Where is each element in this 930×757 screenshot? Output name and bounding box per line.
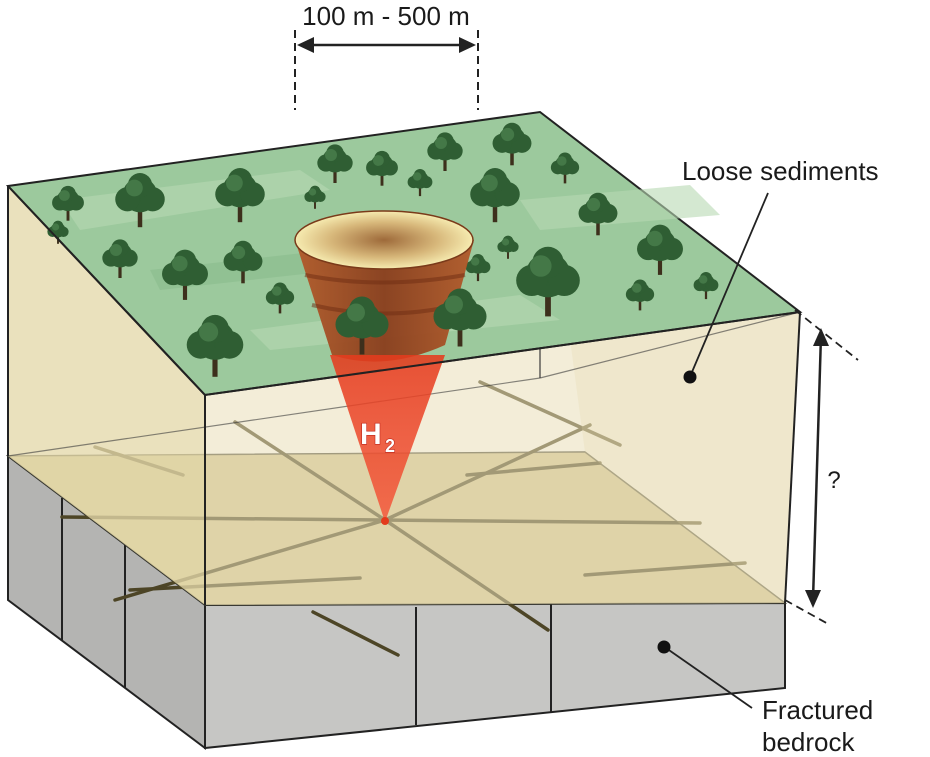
tree [304, 185, 326, 209]
trees [47, 122, 719, 377]
width-dimension [294, 30, 479, 110]
tree [366, 150, 398, 186]
tree [162, 249, 208, 300]
tree [492, 122, 532, 166]
tree [470, 168, 520, 223]
tree [516, 246, 580, 317]
tree [625, 279, 655, 311]
tree [693, 272, 719, 300]
tree [52, 185, 84, 221]
tree [497, 235, 519, 259]
tree [578, 192, 618, 236]
gas-label-subscript: 2 [385, 436, 395, 456]
tree [115, 173, 165, 228]
fractured-bedrock-label-line1: Fractured [762, 695, 873, 725]
tree [427, 132, 463, 171]
tree [433, 288, 487, 347]
gas-label: H [360, 418, 382, 451]
depth-unknown-label: ? [827, 467, 840, 494]
width-range-label: 100 m - 500 m [302, 1, 470, 31]
tree [102, 239, 138, 278]
tree [465, 254, 491, 282]
tree [335, 296, 389, 355]
tree [550, 152, 580, 184]
tree [407, 169, 433, 197]
tree [265, 282, 295, 314]
trees-foreground [335, 288, 487, 355]
tree [47, 220, 69, 244]
hydrogen-gas-cone [330, 355, 445, 525]
tree [215, 168, 265, 223]
depth-dimension [784, 309, 859, 626]
tree [637, 224, 683, 275]
fractured-bedrock-leader [657, 640, 753, 709]
tree [223, 240, 263, 284]
loose-sediments-label: Loose sediments [682, 156, 879, 186]
loose-sediments-leader [683, 192, 769, 384]
tree [186, 314, 244, 377]
fractured-bedrock-label-line2: bedrock [762, 727, 855, 757]
tree [317, 144, 353, 183]
